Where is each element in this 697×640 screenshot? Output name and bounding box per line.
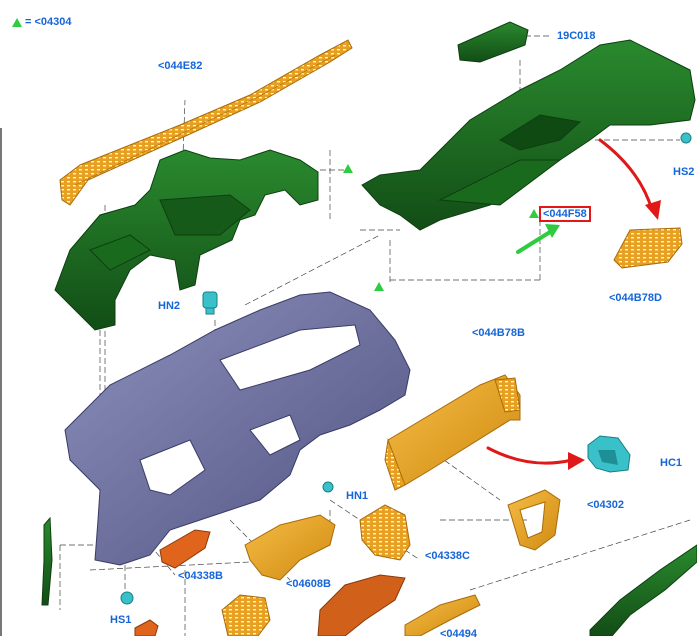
label-04338C[interactable]: <04338C — [425, 550, 470, 562]
triangle-markers — [343, 164, 539, 291]
green-lower-right-part — [589, 544, 697, 636]
vent-044B78D — [613, 227, 683, 269]
green-pointer-arrow — [516, 224, 560, 254]
label-hn1[interactable]: HN1 — [346, 490, 369, 502]
triangle-marker-icon — [343, 164, 353, 173]
red-arrow-head-2 — [568, 452, 585, 470]
label-04494[interactable]: <04494 — [440, 628, 478, 640]
bracket-04302 — [507, 489, 561, 551]
label-044F58[interactable]: <044F58 — [539, 206, 591, 222]
lower-vent-part — [221, 594, 271, 636]
legend-text: = <04304 — [25, 16, 72, 28]
label-hs2[interactable]: HS2 — [673, 166, 695, 178]
label-hn2[interactable]: HN2 — [158, 300, 181, 312]
label-044B78B[interactable]: <044B78B — [472, 327, 525, 339]
trim-pad-19C018 — [457, 21, 529, 63]
label-04302[interactable]: <04302 — [587, 499, 625, 511]
label-044E82[interactable]: <044E82 — [158, 60, 203, 72]
clip-hs1 — [120, 591, 134, 605]
legend: = <04304 — [12, 16, 72, 28]
defroster-grille-044E82 — [59, 39, 353, 206]
instrument-panel-frame — [64, 291, 411, 566]
triangle-marker-icon — [529, 209, 539, 218]
red-arrows — [486, 138, 654, 465]
clip-hn2 — [202, 291, 218, 309]
label-hs1[interactable]: HS1 — [110, 614, 132, 626]
vent-duct-044B78B — [384, 374, 521, 491]
green-triangle-icon — [12, 17, 22, 27]
red-arrow-head-1 — [645, 200, 661, 220]
lower-bracket-04494 — [404, 594, 481, 636]
triangle-marker-icon — [374, 282, 384, 291]
lower-red-trim — [317, 574, 406, 636]
panel-04608B — [244, 514, 336, 581]
clip-parts — [120, 132, 692, 605]
upper-instrument-panel — [361, 39, 696, 231]
clip-hs2 — [680, 132, 692, 144]
label-hc1[interactable]: HC1 — [660, 457, 683, 469]
small-red-part — [134, 619, 159, 636]
label-19C018[interactable]: 19C018 — [557, 30, 596, 42]
label-04608B[interactable]: <04608B — [286, 578, 331, 590]
label-04338B[interactable]: <04338B — [178, 570, 223, 582]
clip-hn1 — [322, 481, 334, 493]
label-044B78D[interactable]: <044B78D — [609, 292, 662, 304]
bezel-04338C — [359, 504, 411, 561]
green-side-strip — [41, 516, 53, 606]
part-04338B — [159, 529, 211, 569]
left-edge-rule — [0, 128, 2, 636]
air-duct-assembly — [54, 149, 319, 331]
